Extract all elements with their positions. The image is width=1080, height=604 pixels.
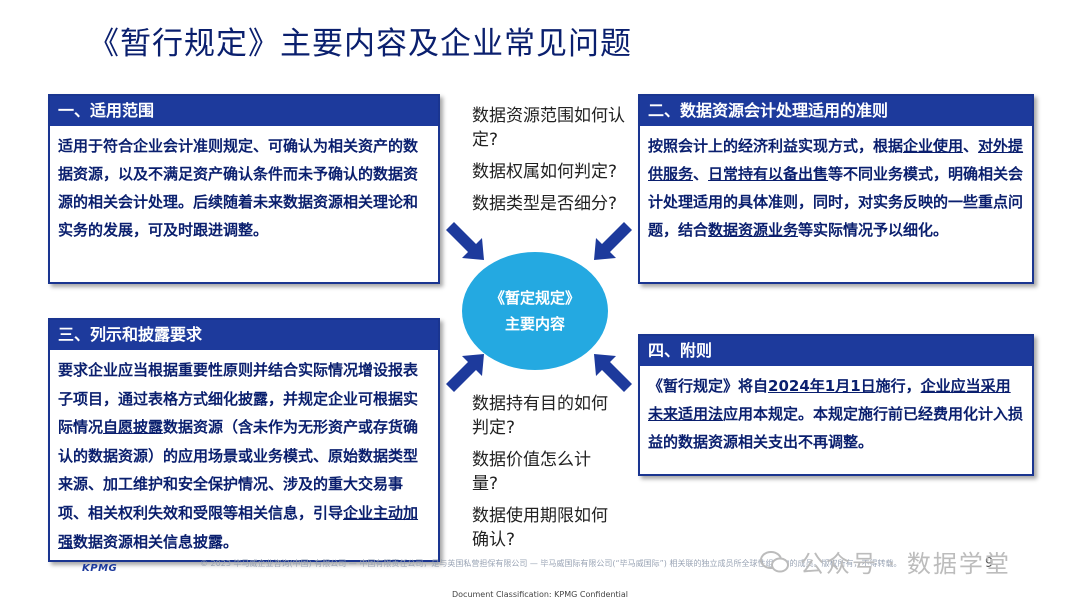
- center-title: 《暂定规定》: [489, 289, 580, 307]
- question-item: 数据类型是否细分?: [472, 194, 618, 214]
- question-item: 数据持有目的如何判定?: [472, 394, 608, 438]
- center-subtitle: 主要内容: [504, 315, 565, 333]
- bottom-questions: 数据持有目的如何判定? 数据价值怎么计量? 数据使用期限如何确认?: [472, 392, 614, 560]
- arrow-up-left-icon: [594, 354, 632, 392]
- document-classification: Document Classification: KPMG Confidenti…: [451, 590, 629, 599]
- scope-box-header: 一、适用范围: [50, 96, 438, 126]
- arrow-down-left-icon: [594, 222, 632, 260]
- copyright-text: © 2023 毕马威企业咨询(中国) 有限公司 — 中国有限责任公司，是与英国私…: [200, 559, 902, 568]
- disclosure-box: 三、列示和披露要求 要求企业应当根据重要性原则并结合实际情况增设报表子项目，通过…: [48, 318, 440, 562]
- question-item: 数据价值怎么计量?: [472, 450, 591, 494]
- question-item: 数据使用期限如何确认?: [472, 506, 608, 550]
- appendix-box-body: 《暂行规定》将自2024年1月1日施行，企业应当采用未来适用法应用本规定。本规定…: [648, 377, 1024, 451]
- disclosure-box-header: 三、列示和披露要求: [50, 320, 438, 350]
- arrow-up-right-icon: [446, 354, 484, 392]
- top-questions: 数据资源范围如何认定? 数据权属如何判定? 数据类型是否细分?: [472, 104, 630, 224]
- scope-box-body: 适用于符合企业会计准则规定、可确认为相关资产的数据资源，以及不满足资产确认条件而…: [58, 137, 419, 239]
- appendix-box: 四、附则 《暂行规定》将自2024年1月1日施行，企业应当采用未来适用法应用本规…: [638, 334, 1034, 476]
- kpmg-logo: KPMG: [82, 563, 118, 574]
- disclosure-box-body: 要求企业应当根据重要性原则并结合实际情况增设报表子项目，通过表格方式细化披露，并…: [58, 361, 419, 551]
- arrow-down-right-icon: [446, 222, 484, 260]
- watermark: 公众号 · 数据学堂: [760, 544, 1011, 579]
- question-item: 数据资源范围如何认定?: [472, 106, 625, 150]
- page-number: 9: [985, 556, 994, 571]
- standards-box-header: 二、数据资源会计处理适用的准则: [640, 96, 1032, 126]
- center-circle: 《暂定规定》 主要内容: [462, 252, 608, 370]
- question-item: 数据权属如何判定?: [472, 162, 618, 182]
- page-title: 《暂行规定》主要内容及企业常见问题: [88, 26, 632, 62]
- standards-box: 二、数据资源会计处理适用的准则 按照会计上的经济利益实现方式，根据企业使用、对外…: [638, 94, 1034, 284]
- wechat-icon: [760, 550, 789, 572]
- watermark-text: 公众号 · 数据学堂: [800, 550, 1011, 578]
- standards-box-body: 按照会计上的经济利益实现方式，根据企业使用、对外提供服务、日常持有以备出售等不同…: [648, 137, 1024, 239]
- scope-box: 一、适用范围 适用于符合企业会计准则规定、可确认为相关资产的数据资源，以及不满足…: [48, 94, 440, 284]
- appendix-box-header: 四、附则: [640, 336, 1032, 366]
